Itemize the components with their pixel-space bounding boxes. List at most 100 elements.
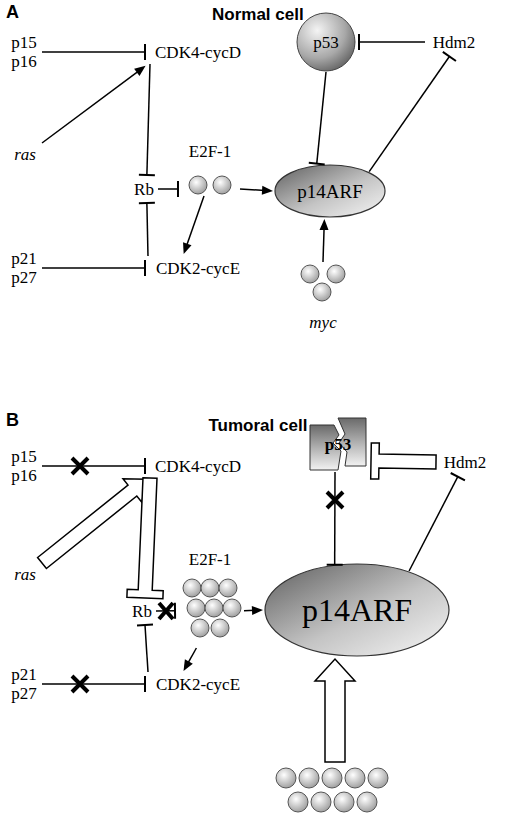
activation-arrow: [320, 219, 329, 262]
molecule-dot: [334, 792, 354, 812]
panel-letter: B: [6, 410, 19, 431]
inhibition-bar: [144, 676, 146, 692]
molecule-dot: [211, 619, 229, 637]
arrow-head: [184, 659, 193, 671]
inhibition-bar: [144, 260, 146, 276]
node-text: p14ARF: [297, 181, 362, 202]
inhibition-bar: [358, 34, 360, 50]
node-text: CDK4-cycD: [155, 457, 241, 476]
connector-line: [145, 625, 148, 672]
cross-mark: [327, 492, 343, 508]
inhibition-connector: [309, 72, 326, 164]
connector-line: [409, 477, 458, 571]
activation-arrow: [184, 648, 197, 671]
inhibition-connector: [156, 603, 175, 619]
activation-arrow: [244, 606, 263, 615]
molecule-dot: [288, 792, 308, 812]
connector-line: [147, 64, 150, 175]
connector-line: [147, 203, 148, 256]
arrow-head: [134, 66, 146, 76]
protein-node: p53: [308, 416, 368, 472]
molecule-dot: [345, 768, 365, 788]
protein-node: p53: [296, 12, 356, 72]
node-text: p21 p27: [6, 665, 42, 703]
inhibition-bar: [137, 624, 153, 625]
panel-letter: A: [6, 2, 19, 23]
inhibition-bar: [139, 202, 155, 204]
molecule-dot: [187, 599, 205, 617]
connector-line: [244, 610, 255, 612]
connector-line: [359, 41, 425, 43]
node-text: p21 p27: [6, 249, 42, 287]
molecule-label-box: p21 p27: [6, 664, 42, 704]
connector-line: [158, 188, 178, 190]
protein-node: p14ARF: [264, 563, 450, 657]
arrow-head: [252, 606, 263, 615]
connector-line: [369, 56, 449, 171]
inhibition-connector: [369, 52, 456, 172]
inhibition-connector: [327, 472, 343, 565]
inhibition-connector: [158, 181, 178, 197]
inhibition-bar: [309, 163, 325, 165]
molecule-label-box: CDK4-cycD: [148, 454, 248, 478]
inhibition-bar: [451, 473, 465, 480]
molecule-label-box: Rb: [130, 178, 158, 200]
node-text: p53: [325, 435, 351, 454]
open-inhibition-bar: [371, 443, 436, 479]
connector-line: [156, 610, 175, 612]
protein-ellipse: [275, 165, 385, 217]
inhibition-connector: [359, 34, 425, 50]
arrow-head: [262, 186, 273, 195]
molecule-dot: [191, 619, 209, 637]
connector-line: [187, 648, 196, 664]
molecule-dot: [219, 579, 237, 597]
connector-line: [42, 465, 145, 467]
node-text: p15 p16: [6, 447, 42, 485]
node-text: CDK2-cycE: [156, 259, 240, 278]
inhibition-connector: [42, 44, 145, 60]
molecule-label-box: CDK4-cycD: [148, 40, 248, 64]
molecule-dot: [311, 792, 331, 812]
inhibition-bar: [144, 458, 146, 474]
protein-node: p14ARF: [274, 164, 386, 218]
molecule-label-box: Rb: [128, 600, 156, 622]
molecule-label-box: p15 p16: [6, 446, 42, 486]
molecule-dot: [299, 768, 319, 788]
connector-line: [317, 72, 326, 164]
cross-mark: [72, 676, 88, 692]
inhibition-bar: [144, 44, 146, 60]
inhibition-connector: [137, 624, 153, 672]
molecule-dot: [201, 579, 219, 597]
connector-line: [186, 196, 204, 247]
protein-circle: [297, 13, 355, 71]
node-text: E2F-1: [189, 142, 232, 161]
molecule-label-box: Hdm2: [425, 30, 483, 54]
molecule-dot: [327, 265, 345, 283]
molecule-label-box: myc: [290, 262, 356, 332]
molecule-dot: [357, 792, 377, 812]
node-text: p15 p16: [6, 33, 42, 71]
inhibition-connector: [42, 458, 145, 474]
open-inhibition-bar: [127, 478, 163, 599]
panel-title: Tumoral cell: [209, 416, 308, 436]
node-text: E2F-1: [189, 550, 232, 569]
node-text: p14ARF: [302, 593, 412, 627]
connector-line: [42, 683, 145, 685]
cross-mark: [159, 603, 173, 619]
myc-molecules: [276, 768, 388, 812]
arrow-head: [183, 242, 192, 254]
molecule-dot: [276, 768, 296, 788]
activation-arrow: [183, 196, 204, 254]
inhibition-bar: [139, 174, 155, 176]
open-arrow: [315, 659, 355, 762]
molecule-dot: [223, 599, 241, 617]
molecule-dot: [189, 176, 207, 194]
molecule-label-box: ras: [8, 143, 42, 165]
connector-line: [42, 267, 145, 269]
inhibition-bar: [177, 181, 179, 197]
node-text: ras: [14, 565, 36, 584]
connector-line: [42, 71, 139, 143]
node-text: Rb: [134, 180, 154, 199]
